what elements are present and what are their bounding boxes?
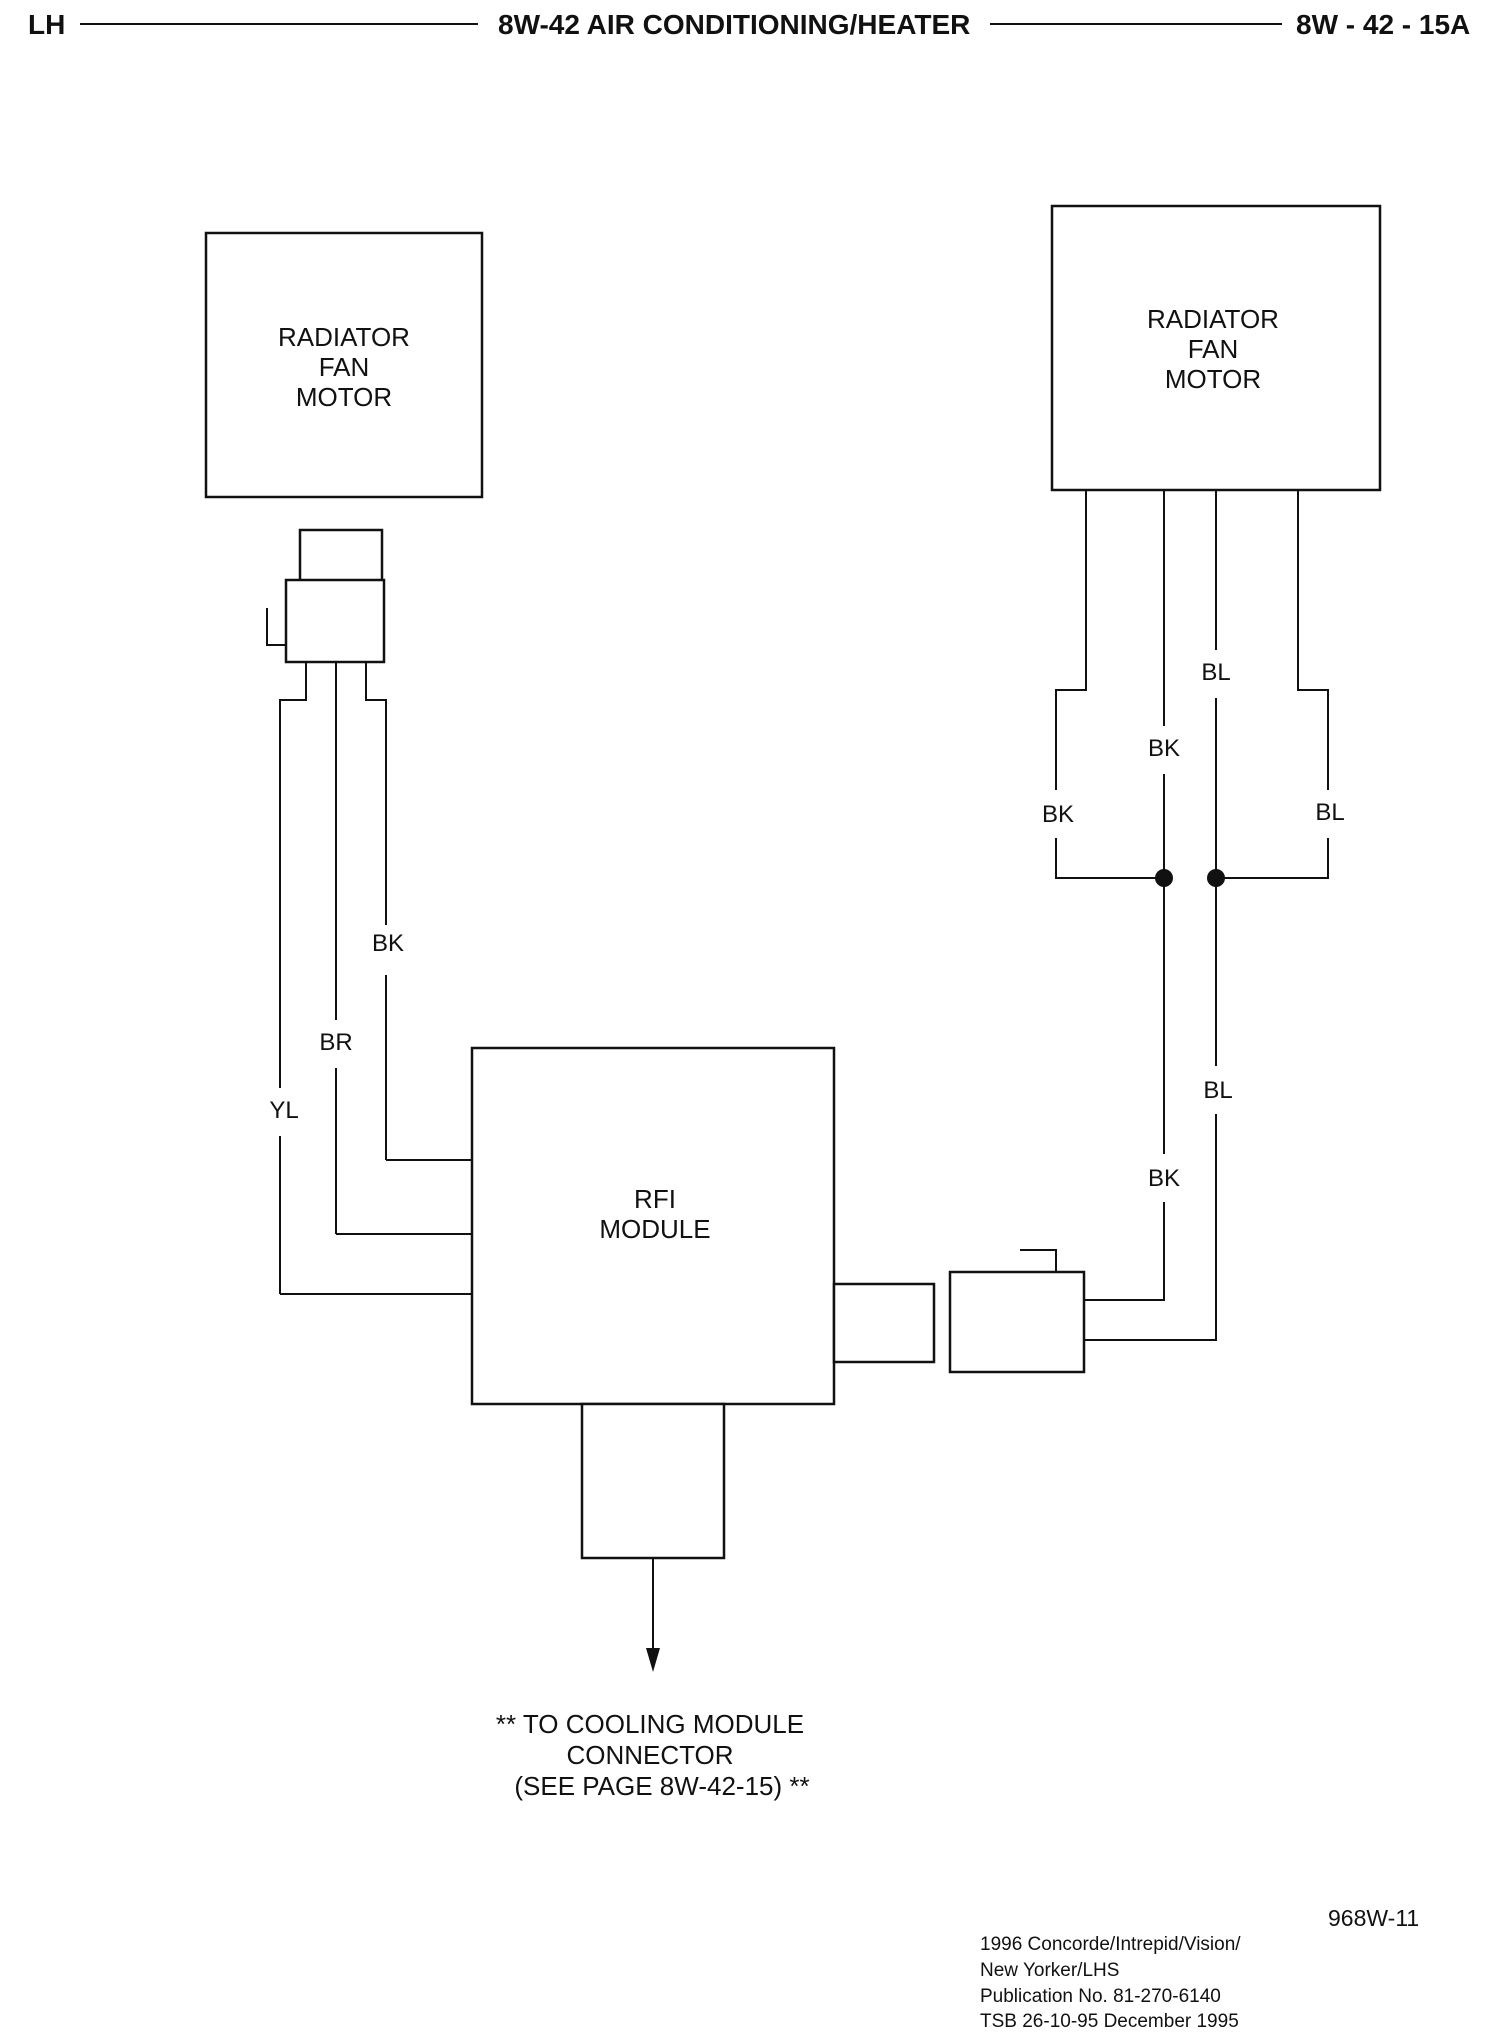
header-right: 8W - 42 - 15A — [1296, 9, 1470, 40]
rfi-right-connector — [832, 1282, 936, 1364]
splice-bl — [1207, 869, 1225, 887]
wire-label-left-bk: BK — [372, 930, 404, 957]
rfi-module: RFI MODULE — [470, 1046, 936, 1560]
figure-id: 968W-11 — [1328, 1905, 1419, 1931]
header-center: 8W-42 AIR CONDITIONING/HEATER — [498, 9, 970, 40]
note-line-3: (SEE PAGE 8W-42-15) ** — [514, 1771, 809, 1801]
header-left: LH — [28, 9, 65, 40]
wire-label-right-bk-outer: BK — [1042, 801, 1074, 828]
splice-bk — [1155, 869, 1173, 887]
page-header: LH 8W-42 AIR CONDITIONING/HEATER 8W - 42… — [28, 9, 1470, 40]
left-wires-to-rfi: BK BR YL — [266, 925, 472, 1295]
left-radiator-fan-motor: RADIATOR FAN MOTOR — [204, 231, 484, 499]
rfi-label-1: RFI — [634, 1184, 676, 1214]
left-motor-label-3: MOTOR — [296, 382, 392, 412]
wire-label-right-bl-lower: BL — [1203, 1077, 1232, 1104]
wire-label-right-bl-inner: BL — [1201, 659, 1230, 686]
right-radiator-fan-motor: RADIATOR FAN MOTOR — [1050, 204, 1382, 492]
footer-line-1: 1996 Concorde/Intrepid/Vision/ — [980, 1934, 1241, 1955]
note-line-1: ** TO COOLING MODULE — [496, 1709, 804, 1739]
wire-label-right-bl-outer: BL — [1315, 799, 1344, 826]
note-line-2: CONNECTOR — [566, 1740, 733, 1770]
footer-line-2: New Yorker/LHS — [980, 1960, 1119, 1981]
right-connector — [948, 1249, 1086, 1374]
cooling-module-arrow — [646, 1558, 660, 1672]
wire-label-right-bk-lower: BK — [1148, 1165, 1180, 1192]
wire-label-left-br: BR — [319, 1029, 352, 1056]
footer-line-3: Publication No. 81-270-6140 — [980, 1986, 1221, 2007]
rfi-label-2: MODULE — [599, 1214, 710, 1244]
wire-label-right-bk-inner: BK — [1148, 735, 1180, 762]
cooling-module-note: ** TO COOLING MODULE CONNECTOR (SEE PAGE… — [496, 1709, 810, 1801]
rfi-lower-connector — [580, 1402, 726, 1560]
left-motor-label-1: RADIATOR — [278, 322, 410, 352]
right-motor-label-1: RADIATOR — [1147, 304, 1279, 334]
wire-label-left-yl: YL — [269, 1097, 298, 1124]
right-motor-label-3: MOTOR — [1165, 364, 1261, 394]
left-motor-connector — [266, 528, 387, 1294]
footer-line-4: TSB 26-10-95 December 1995 — [980, 2011, 1239, 2030]
left-motor-label-2: FAN — [319, 352, 370, 382]
right-wires: BL BK BK BL BL BK — [1039, 490, 1345, 1341]
publication-footer: 1996 Concorde/Intrepid/Vision/ New Yorke… — [980, 1934, 1241, 2032]
right-motor-label-2: FAN — [1188, 334, 1239, 364]
